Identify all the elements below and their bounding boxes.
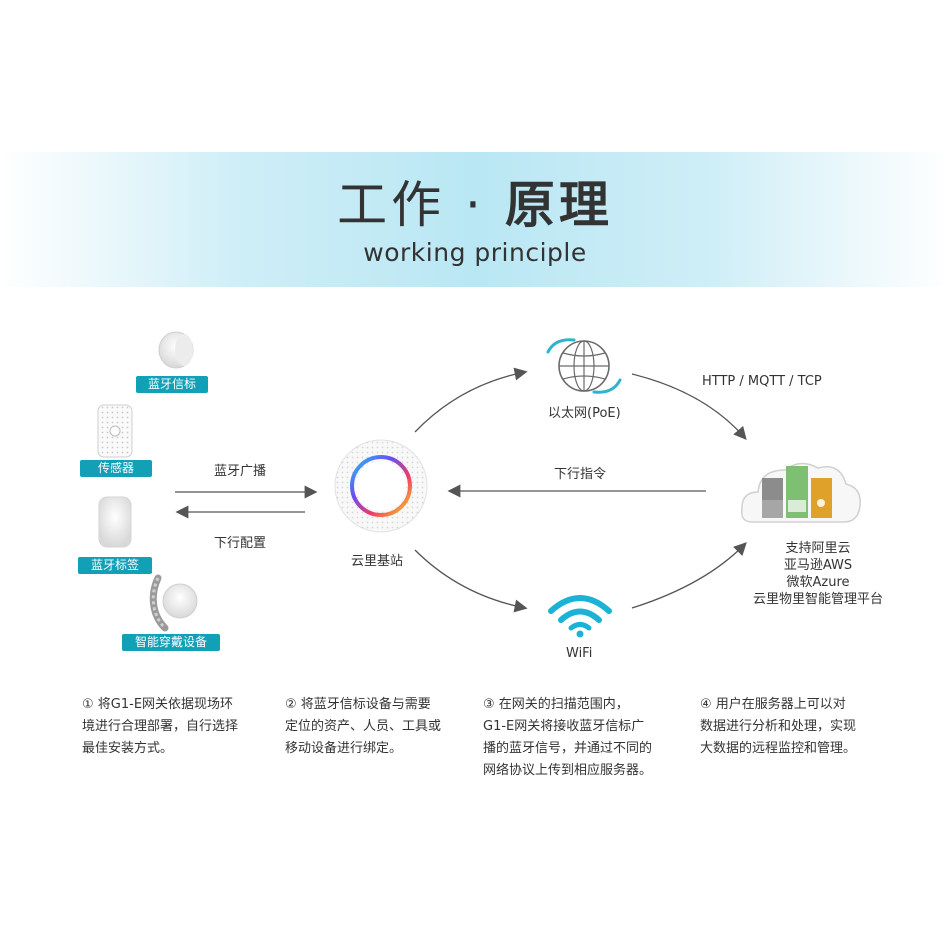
gateway-device-icon <box>334 439 428 533</box>
wearable-tag: 智能穿戴设备 <box>122 634 220 651</box>
wifi-label: WiFi <box>566 646 593 661</box>
title-dot: · <box>465 176 485 234</box>
cloud-line: 亚马逊AWS <box>783 558 853 573</box>
sensor-device-icon <box>97 404 133 458</box>
step-line: 境进行合理部署，自行选择 <box>82 719 239 734</box>
step-line: 网络协议上传到相应服务器。 <box>483 763 653 778</box>
protocols-label: HTTP / MQTT / TCP <box>702 374 822 389</box>
down-command-label: 下行指令 <box>554 467 607 482</box>
step-line: ③ 在网关的扫描范围内， <box>483 697 629 712</box>
step-line: 定位的资产、人员、工具或 <box>285 719 442 734</box>
beacon-tag: 蓝牙信标 <box>136 376 208 393</box>
title-bold: 原理 <box>504 176 613 234</box>
step-line: ② 将蓝牙信标设备与需要 <box>285 697 431 712</box>
step-line: ① 将G1-E网关依据现场环 <box>82 697 234 712</box>
down-config-label: 下行配置 <box>214 536 267 551</box>
step-1: ① 将G1-E网关依据现场环 境进行合理部署，自行选择 最佳安装方式。 <box>82 694 262 760</box>
cloud-line: 支持阿里云 <box>785 541 851 556</box>
cloud-platform-icon <box>740 462 861 523</box>
title-light: 工作 <box>337 176 446 234</box>
cloud-line: 云里物里智能管理平台 <box>752 592 883 607</box>
beacon-device-icon <box>158 331 194 369</box>
step-line: ④ 用户在服务器上可以对 <box>700 697 846 712</box>
arrow-wifi-to-cloud <box>631 542 747 609</box>
wifi-icon <box>548 595 612 638</box>
cloud-support-text: 支持阿里云 亚马逊AWS 微软Azure 云里物里智能管理平台 <box>718 540 918 608</box>
page-title: 工作 · 原理 <box>0 170 950 240</box>
step-line: 移动设备进行绑定。 <box>285 741 403 756</box>
header-banner <box>0 152 950 287</box>
step-2: ② 将蓝牙信标设备与需要 定位的资产、人员、工具或 移动设备进行绑定。 <box>285 694 465 760</box>
bt-tag-label: 蓝牙标签 <box>78 557 152 574</box>
step-line: G1-E网关将接收蓝牙信标广 <box>483 719 645 734</box>
ethernet-label: 以太网(PoE) <box>548 406 621 421</box>
sensor-tag: 传感器 <box>80 460 152 477</box>
step-line: 最佳安装方式。 <box>82 741 174 756</box>
globe-icon <box>546 338 622 394</box>
step-line: 播的蓝牙信号，并通过不同的 <box>483 741 653 756</box>
step-line: 数据进行分析和处理，实现 <box>700 719 857 734</box>
bt-broadcast-label: 蓝牙广播 <box>214 464 267 479</box>
cloud-line: 微软Azure <box>786 575 850 590</box>
gateway-label: 云里基站 <box>351 554 404 569</box>
step-3: ③ 在网关的扫描范围内， G1-E网关将接收蓝牙信标广 播的蓝牙信号，并通过不同… <box>483 694 683 782</box>
wearable-device-icon <box>149 574 198 632</box>
step-line: 大数据的远程监控和管理。 <box>700 741 857 756</box>
tag-device-icon <box>98 496 132 548</box>
step-4: ④ 用户在服务器上可以对 数据进行分析和处理，实现 大数据的远程监控和管理。 <box>700 694 880 760</box>
arrow-gateway-to-wifi <box>414 549 528 613</box>
arrow-ethernet-to-cloud <box>631 373 747 440</box>
arrow-gateway-to-ethernet <box>414 367 528 433</box>
page-subtitle: working principle <box>363 238 587 267</box>
